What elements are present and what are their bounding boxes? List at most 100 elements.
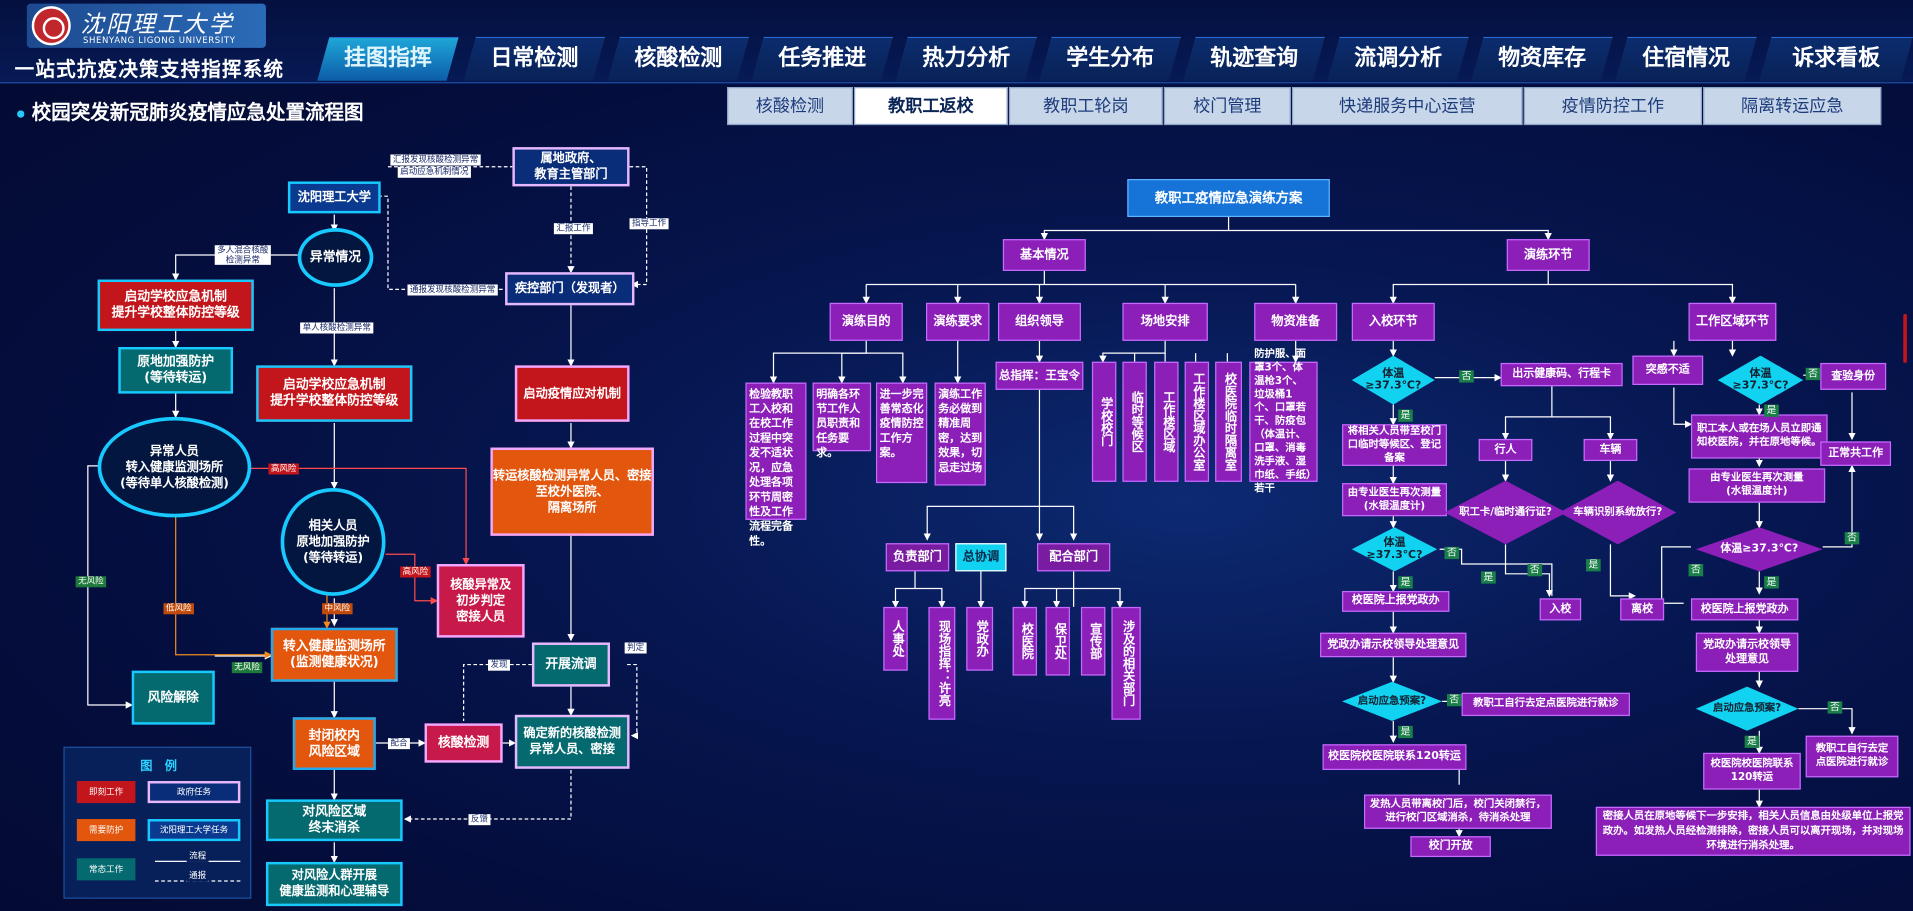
tab-lodging[interactable]: 住宿情况	[1615, 37, 1757, 81]
node-report-party-2: 校医院上报党政办	[1690, 598, 1799, 621]
node-entry: 入校环节	[1351, 302, 1435, 341]
tab-map-command[interactable]: 挂图指挥	[317, 37, 459, 81]
label-respond: 反馈	[468, 814, 491, 826]
node-require: 演练要求	[926, 302, 990, 341]
node-material: 物资准备	[1254, 302, 1338, 341]
node-org: 组织领导	[997, 302, 1081, 341]
subtab-express[interactable]: 快递服务中心运营	[1292, 87, 1523, 126]
node-close-area: 封闭校内 风险区域	[292, 717, 376, 770]
label-no-4: 否	[1688, 564, 1704, 577]
tab-daily-check[interactable]: 日常检测	[464, 37, 606, 81]
label-no-5: 否	[1446, 693, 1462, 707]
node-gate-open: 校门开放	[1410, 836, 1491, 858]
legend-solid-label: 流程	[186, 849, 209, 862]
node-report-party: 校医院上报党政办	[1342, 590, 1450, 612]
label-no-7: 否	[1844, 532, 1860, 545]
legend-blue: 沈阳理工大学任务	[147, 819, 241, 842]
node-enter: 入校	[1539, 598, 1582, 621]
label-high-risk: 高风险	[268, 463, 299, 475]
subtab-gate[interactable]: 校门管理	[1163, 87, 1291, 126]
legend-solid: 流程	[154, 849, 241, 862]
tab-heat-analysis[interactable]: 热力分析	[896, 37, 1038, 81]
legend-dashed-label: 通报	[186, 868, 209, 881]
label-no-6: 否	[1805, 367, 1821, 381]
tab-student-distribution[interactable]: 学生分布	[1039, 37, 1181, 81]
label-mid-risk: 中风险	[322, 603, 353, 615]
node-gov: 属地政府、 教育主管部门	[512, 147, 630, 187]
legend-title: 图 例	[140, 760, 177, 774]
legend-navy: 政府任务	[147, 781, 241, 804]
coop-item-3: 宣传部	[1080, 606, 1106, 676]
tab-nucleic-test[interactable]: 核酸检测	[608, 37, 750, 81]
label-yes-4: 是	[1586, 559, 1601, 572]
node-university: 沈阳理工大学	[287, 181, 381, 214]
label-single-abnormal: 单人核酸检测异常	[300, 322, 374, 334]
node-self-go: 教职工自行去定点医院进行就诊	[1461, 692, 1630, 717]
node-duty-text: 明确各环节工作人员职责和任务要求。	[812, 382, 872, 460]
label-yes-3: 是	[1481, 571, 1496, 584]
label-report-cdc: 通报发现核酸检测异常	[407, 284, 498, 296]
node-purpose: 演练目的	[829, 302, 903, 341]
resp-item-1: 人事处	[883, 606, 908, 671]
node-school-mech-1: 启动学校应急机制 提升学校整体防控等级	[97, 279, 254, 332]
subtab-epidemic-work[interactable]: 疫情防控工作	[1523, 87, 1702, 126]
tab-trace-analysis[interactable]: 流调分析	[1327, 37, 1469, 81]
site-item-5: 校医院临时隔离室	[1215, 361, 1242, 482]
label-no-2: 否	[1444, 546, 1460, 560]
node-sudden: 突感不适	[1632, 355, 1704, 385]
site-item-2: 临时等候区	[1122, 361, 1147, 482]
coop-item-4: 涉及的相关部门	[1111, 606, 1141, 720]
node-show-code: 出示健康码、行程卡	[1500, 362, 1623, 387]
node-coop-dept: 配合部门	[1037, 543, 1111, 572]
node-call-120-2: 校医院校医院联系 120转运	[1703, 752, 1801, 790]
label-coordinate: 配合	[387, 738, 410, 750]
node-site: 场地安排	[1122, 302, 1208, 341]
logo-text: 沈阳理工大学	[80, 11, 235, 39]
resp-item-3: 党政办	[966, 606, 994, 671]
node-nucleic-ab: 核酸异常及 初步判定 密接人员	[436, 564, 525, 638]
scroll-handle[interactable]	[1903, 313, 1907, 363]
node-close-contact: 密接人员在原地等候下一步安排，相关人员信息由处级单位上报党政办。如发热人员经检测…	[1595, 806, 1911, 856]
system-title: 一站式抗疫决策支持指挥系统	[14, 57, 285, 81]
label-no-8: 否	[1827, 701, 1843, 714]
coop-item-2: 保卫处	[1045, 606, 1070, 676]
label-yes-7: 是	[1764, 576, 1779, 589]
node-new-nucleic: 确定新的核酸检测 异常人员、密接	[514, 714, 630, 769]
tab-material-stock[interactable]: 物资库存	[1471, 37, 1613, 81]
node-ask-leader: 党政办请示校领导处理意见	[1320, 632, 1467, 658]
label-yes-5: 是	[1398, 725, 1413, 739]
node-abnormal-person: 异常人员 转入健康监测场所 (等待单人核酸检测)	[97, 416, 252, 518]
node-call-120: 校医院校医院联系120转运	[1322, 744, 1467, 770]
node-related: 相关人员 原地加强防护 (等待转运)	[280, 487, 386, 596]
subtab-staff-rotation[interactable]: 教职工轮岗	[1008, 87, 1163, 126]
page-title-text: 校园突发新冠肺炎疫情应急处置流程图	[31, 100, 364, 124]
label-yes-2: 是	[1398, 576, 1413, 589]
node-school-mech-2: 启动学校应急机制 提升学校整体防控等级	[256, 365, 413, 422]
subtab-isolation[interactable]: 隔离转运应急	[1703, 87, 1882, 126]
tab-task-progress[interactable]: 任务推进	[752, 37, 894, 81]
label-start-mech: 启动应急机制情况	[397, 166, 471, 178]
label-guide-work: 指导工作	[629, 218, 669, 230]
tab-trajectory[interactable]: 轨迹查询	[1183, 37, 1325, 81]
node-cdc: 疾控部门（发现者）	[505, 272, 635, 306]
label-yes-8: 是	[1744, 735, 1760, 748]
label-judge: 判定	[624, 642, 647, 654]
subtab-staff-return[interactable]: 教职工返校	[854, 87, 1008, 126]
tab-appeal-board[interactable]: 诉求看板	[1759, 37, 1913, 81]
label-no-risk: 无风险	[75, 576, 107, 588]
subtab-nucleic[interactable]: 核酸检测	[727, 87, 853, 126]
node-remeasure-2: 由专业医生再次测量 (水银温度计)	[1688, 468, 1826, 503]
legend-teal: 常态工作	[76, 858, 136, 881]
node-nucleic-test: 核酸检测	[424, 723, 503, 763]
label-no-risk-2: 无风险	[231, 662, 263, 674]
label-report-work: 汇报工作	[553, 223, 593, 235]
logo-english: SHENYANG LIGONG UNIVERSITY	[82, 35, 236, 46]
site-item-4: 工作楼区域办公室	[1184, 361, 1210, 482]
bullet-icon	[17, 109, 25, 118]
node-staff-notify: 职工本人或在场人员立即通知校医院，并在原地等候。	[1690, 414, 1828, 459]
label-found: 发现	[488, 659, 510, 671]
label-pos-risk: 高风险	[400, 566, 431, 578]
node-to-health: 转入健康监测场所 (监测健康状况)	[270, 627, 398, 682]
node-drill: 演练环节	[1506, 239, 1590, 271]
node-ask-leader-2: 党政办请示校领导 处理意见	[1695, 632, 1799, 672]
